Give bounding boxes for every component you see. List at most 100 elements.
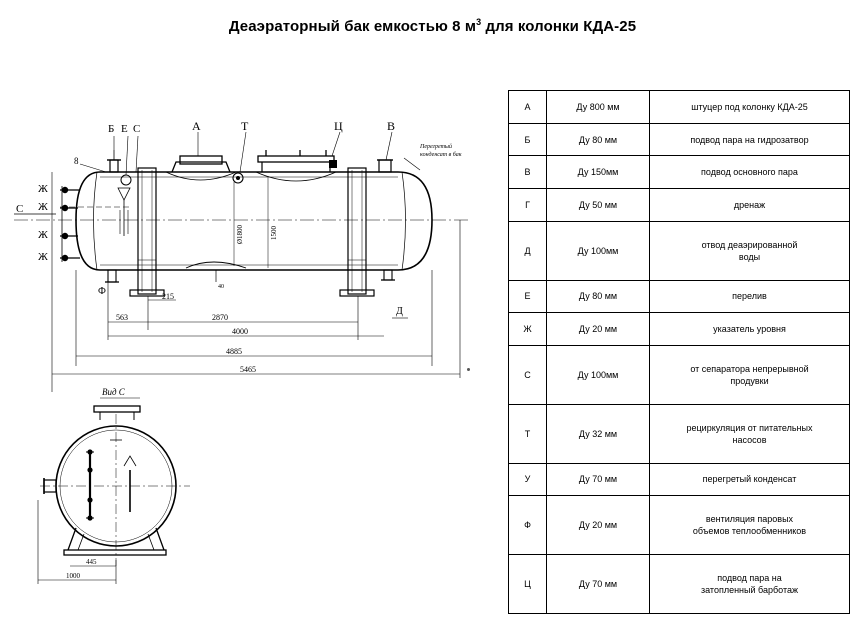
- cell-description: перегретый конденсат: [649, 462, 850, 497]
- description-line: дренаж: [733, 199, 766, 210]
- cell-code: Г: [508, 188, 547, 222]
- stray-dot: [467, 368, 470, 371]
- cell-code: У: [508, 462, 547, 497]
- dim-1000: 1000: [66, 572, 81, 580]
- dim-563: 563: [116, 313, 128, 322]
- label-c-inlet: С: [16, 203, 23, 215]
- label-v: В: [387, 119, 395, 133]
- cell-nominal-size: Ду 800 мм: [546, 90, 650, 124]
- description-line: перегретый конденсат: [702, 474, 797, 485]
- dim-215: 215: [162, 292, 174, 301]
- cell-code: С: [508, 344, 547, 405]
- description-line: отвод деаэрированной: [701, 239, 798, 250]
- description-line: штуцер под колонку КДА-25: [691, 101, 808, 112]
- dim-1800: Ø1800: [236, 224, 244, 244]
- nozzle-ts: [255, 150, 337, 182]
- label-f: Ф: [98, 286, 106, 297]
- cell-code: Ц: [508, 554, 547, 614]
- label-s: С: [133, 123, 140, 135]
- description-line: указатель уровня: [713, 324, 786, 335]
- description-line: вентиляция паровых: [705, 514, 794, 525]
- label-zh-4: Ж: [38, 251, 48, 263]
- dim-2870: 2870: [212, 313, 228, 322]
- label-zh-3: Ж: [38, 229, 48, 241]
- description-line: рециркуляция от питательных: [686, 422, 813, 433]
- cell-nominal-size: Ду 20 мм: [546, 312, 650, 346]
- cell-nominal-size: Ду 100мм: [546, 220, 650, 281]
- cell-code: Е: [508, 279, 547, 314]
- nozzle-a: [165, 155, 237, 181]
- cell-nominal-size: Ду 70 мм: [546, 554, 650, 614]
- nozzle-f: [105, 269, 119, 283]
- dim-1500: 1500: [270, 226, 278, 241]
- cell-nominal-size: Ду 70 мм: [546, 462, 650, 497]
- cell-nominal-size: Ду 50 мм: [546, 188, 650, 222]
- description-line: подвод пара на: [717, 573, 782, 584]
- label-zh-2: Ж: [38, 201, 48, 213]
- support-left: [129, 167, 165, 297]
- description-line: насосов: [732, 434, 767, 445]
- cell-description: указатель уровня: [649, 312, 850, 346]
- cell-code: Б: [508, 122, 547, 157]
- description-line: объемов теплообменников: [692, 526, 807, 537]
- label-ts: Ц: [334, 119, 343, 133]
- nozzle-b: [107, 150, 121, 173]
- description-line: перелив: [732, 291, 767, 302]
- cell-description: перелив: [649, 279, 850, 314]
- cell-code: В: [508, 155, 547, 190]
- cell-nominal-size: Ду 80 мм: [546, 122, 650, 157]
- front-view: Б Е С А Т Ц В Ж Ж Ж Ж С 8 Ф Д Перегретый…: [14, 119, 470, 392]
- cell-description: подвод основного пара: [649, 155, 850, 190]
- cell-nominal-size: Ду 100мм: [546, 344, 650, 405]
- tank-shell: [75, 171, 433, 271]
- cell-description: дренаж: [649, 188, 850, 222]
- dimension-lines: [51, 172, 461, 392]
- side-view: Вид С 445: [37, 387, 190, 584]
- description-line: подвод пара на гидрозатвор: [690, 134, 809, 145]
- label-a: А: [192, 119, 201, 133]
- cell-code: Д: [508, 220, 547, 281]
- description-line: подвод основного пара: [701, 167, 798, 178]
- dim-445: 445: [86, 558, 97, 566]
- cell-code: А: [508, 90, 547, 124]
- note-line-1: Перегретый: [419, 143, 452, 150]
- label-d: Д: [396, 306, 403, 317]
- cell-description: подвод пара на гидрозатвор: [649, 122, 850, 157]
- description-line: продувки: [730, 375, 769, 386]
- label-b: Б: [108, 123, 114, 135]
- nozzle-v: [377, 159, 393, 173]
- cell-code: Ж: [508, 312, 547, 346]
- description-line: от сепаратора непрерывной: [690, 363, 809, 374]
- description-line: воды: [738, 251, 761, 262]
- level-gauge-nozzles: [60, 186, 80, 262]
- cell-code: Т: [508, 403, 547, 464]
- label-zh-1: Ж: [38, 183, 48, 195]
- cell-description: штуцер под колонку КДА-25: [649, 90, 850, 124]
- dim-4000: 4000: [232, 327, 248, 336]
- nozzle-e: [117, 174, 132, 236]
- cell-nominal-size: Ду 150мм: [546, 155, 650, 190]
- page-title: Деаэраторный бак емкостью 8 м3 для колон…: [228, 17, 637, 36]
- label-8: 8: [74, 156, 79, 166]
- dim-40: 40: [218, 284, 224, 290]
- side-view-label: Вид С: [102, 387, 126, 397]
- label-e: Е: [121, 123, 128, 135]
- nozzle-t: [232, 172, 244, 184]
- note-line-2: конденсат в бак: [420, 151, 462, 158]
- description-line: затопленный барботаж: [701, 585, 798, 596]
